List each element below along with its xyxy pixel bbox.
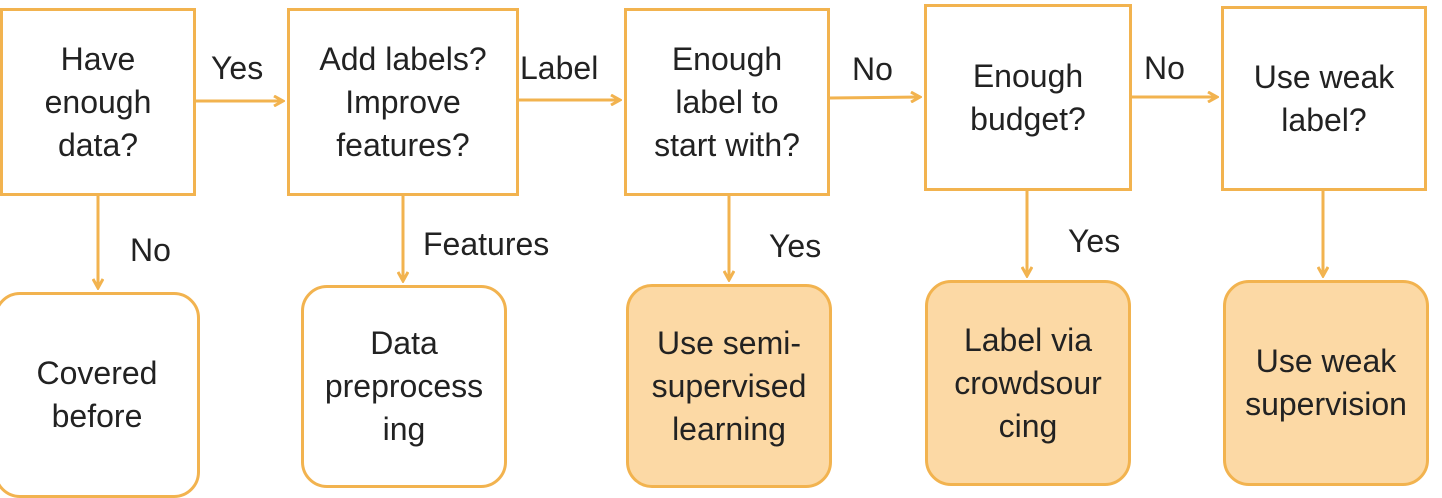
edge-label-d2-d3: Label — [520, 50, 599, 86]
edge-label-d1-o1: No — [130, 232, 171, 268]
outcome-covered-before: Covered before — [0, 292, 200, 498]
edge-label-d3-d4: No — [852, 51, 893, 87]
outcome-data-preprocessing: Data preprocess ing — [301, 285, 507, 488]
decision-add-labels-improve-features: Add labels? Improve features? — [287, 8, 519, 196]
edge-label-d2-o2: Features — [423, 226, 550, 262]
edge-d3-d4 — [828, 97, 920, 98]
outcome-crowdsourcing: Label via crowdsour cing — [925, 280, 1131, 486]
decision-use-weak-label: Use weak label? — [1221, 6, 1427, 191]
edge-label-d1-d2: Yes — [211, 50, 264, 86]
edge-label-d4-o4: Yes — [1068, 223, 1121, 259]
outcome-weak-supervision: Use weak supervision — [1223, 280, 1429, 486]
decision-enough-budget: Enough budget? — [924, 4, 1132, 191]
edge-label-d3-o3: Yes — [769, 228, 822, 264]
edge-label-d4-d5: No — [1144, 50, 1185, 86]
outcome-semi-supervised-learning: Use semi- supervised learning — [626, 284, 832, 488]
decision-enough-label-to-start: Enough label to start with? — [624, 8, 830, 196]
decision-have-enough-data: Have enough data? — [0, 8, 196, 196]
